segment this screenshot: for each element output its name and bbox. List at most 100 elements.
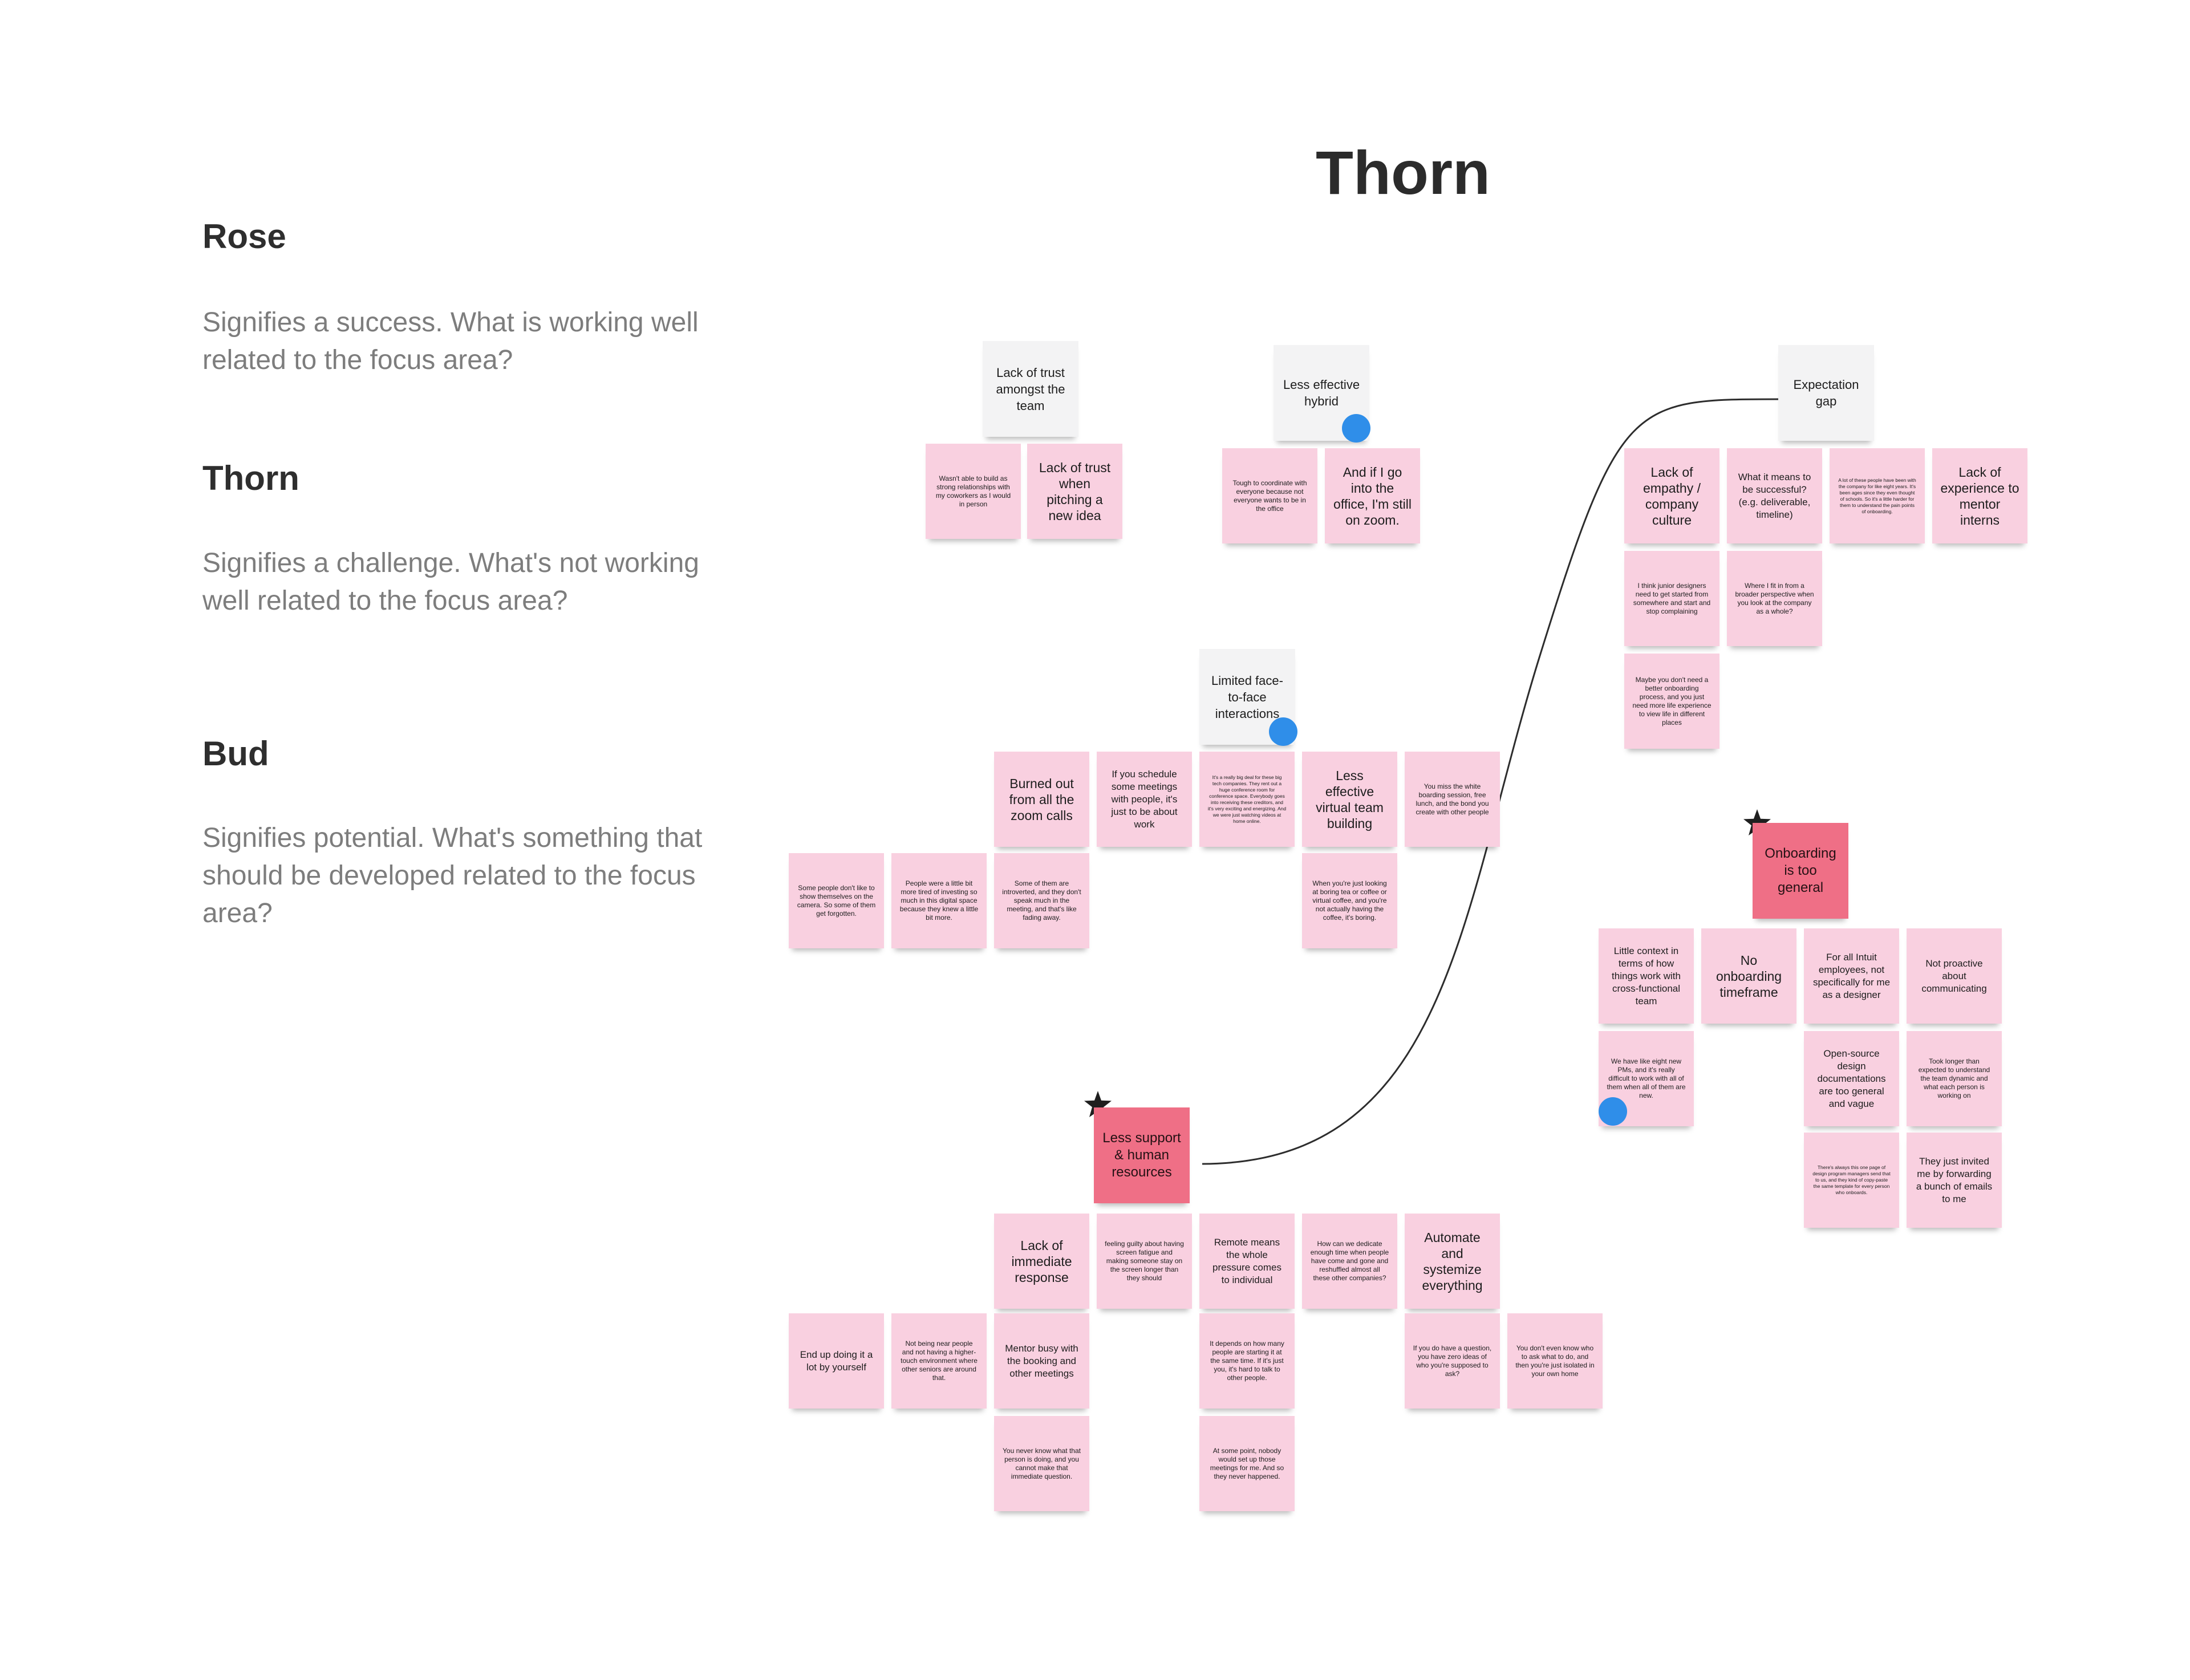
sticky-note-text: When you're just looking at boring tea o… <box>1312 879 1387 922</box>
sticky-note-text: If you do have a question, you have zero… <box>1413 1344 1492 1378</box>
sticky-note-text: Open-source design documentations are to… <box>1817 1048 1886 1109</box>
sticky-note[interactable]: Mentor busy with the booking and other m… <box>994 1313 1089 1409</box>
sticky-note[interactable]: If you schedule some meetings with peopl… <box>1097 752 1192 847</box>
sticky-note-text: Lack of immediate response <box>1011 1237 1072 1285</box>
sticky-note[interactable]: What it means to be successful? (e.g. de… <box>1727 448 1822 543</box>
sticky-note-header[interactable]: Onboarding is too general <box>1753 823 1848 919</box>
sticky-note-text: Some people don't like to show themselve… <box>797 883 876 918</box>
sticky-note[interactable]: feeling guilty about having screen fatig… <box>1097 1214 1192 1309</box>
legend-bud-title: Bud <box>202 735 269 773</box>
sticky-note[interactable]: There's always this one page of design p… <box>1804 1133 1899 1228</box>
sticky-note-text: A lot of these people have been with the… <box>1838 477 1916 514</box>
sticky-note[interactable]: Lack of trust when pitching a new idea <box>1027 444 1122 539</box>
sticky-note[interactable]: When you're just looking at boring tea o… <box>1302 853 1397 948</box>
sticky-note-text: Remote means the whole pressure comes to… <box>1212 1236 1281 1285</box>
sticky-note-text: feeling guilty about having screen fatig… <box>1105 1240 1184 1282</box>
sticky-note-text: Lack of trust amongst the team <box>996 365 1065 413</box>
sticky-note-text: We have like eight new PMs, and it's rea… <box>1607 1057 1686 1099</box>
sticky-note-text: You don't even know who to ask what to d… <box>1515 1344 1595 1378</box>
sticky-note-text: It depends on how many people are starti… <box>1210 1340 1284 1382</box>
sticky-note-text: And if I go into the office, I'm still o… <box>1333 464 1412 527</box>
sticky-note-text: Less support & human resources <box>1102 1130 1181 1180</box>
sticky-note[interactable]: Some people don't like to show themselve… <box>789 853 884 948</box>
sticky-note-text: Less effective hybrid <box>1283 378 1360 408</box>
sticky-note[interactable]: Lack of experience to mentor interns <box>1932 448 2027 543</box>
sticky-note-text: Not proactive about communicating <box>1921 957 1987 994</box>
sticky-note[interactable]: Tough to coordinate with everyone becaus… <box>1222 448 1317 543</box>
sticky-note-text: For all Intuit employees, not specifical… <box>1812 951 1891 1000</box>
vote-dot[interactable] <box>1269 717 1297 746</box>
sticky-note-text: If you schedule some meetings with peopl… <box>1111 768 1178 830</box>
board-title: Thorn <box>1316 138 1490 207</box>
sticky-note-text: Less effective virtual team building <box>1316 768 1384 831</box>
sticky-note[interactable]: Remote means the whole pressure comes to… <box>1199 1214 1295 1309</box>
sticky-note-text: Where I fit in from a broader perspectiv… <box>1735 581 1814 615</box>
star-icon <box>1743 809 1771 835</box>
sticky-note[interactable]: How can we dedicate enough time when peo… <box>1302 1214 1397 1309</box>
sticky-note[interactable]: Open-source design documentations are to… <box>1804 1031 1899 1126</box>
sticky-note-text: Burned out from all the zoom calls <box>1009 776 1074 823</box>
sticky-note-text: It's a really big deal for these big tec… <box>1207 774 1287 824</box>
sticky-note[interactable]: Little context in terms of how things wo… <box>1599 928 1694 1024</box>
sticky-note-text: What it means to be successful? (e.g. de… <box>1738 471 1811 520</box>
sticky-note-text: Lack of experience to mentor interns <box>1940 464 2019 527</box>
vote-dot[interactable] <box>1599 1097 1627 1126</box>
sticky-note-text: At some point, nobody would set up those… <box>1210 1446 1284 1480</box>
sticky-note-header[interactable]: Less support & human resources <box>1094 1107 1190 1203</box>
legend-bud-description: Signifies potential. What's something th… <box>202 823 703 928</box>
sticky-note[interactable]: Not proactive about communicating <box>1907 928 2002 1024</box>
sticky-note[interactable]: They just invited me by forwarding a bun… <box>1907 1133 2002 1228</box>
sticky-note-text: You miss the white boarding session, fre… <box>1416 782 1489 816</box>
sticky-note-text: Limited face-to-face interactions <box>1211 673 1283 721</box>
sticky-note[interactable]: And if I go into the office, I'm still o… <box>1325 448 1420 543</box>
sticky-note[interactable]: I think junior designers need to get sta… <box>1624 551 1719 646</box>
sticky-note-text: Lack of trust when pitching a new idea <box>1039 460 1111 523</box>
sticky-note-text: Some of them are introverted, and they d… <box>1002 879 1081 922</box>
star-icon <box>1084 1091 1112 1117</box>
sticky-note-text: There's always this one page of design p… <box>1812 1164 1891 1195</box>
sticky-note[interactable]: Automate and systemize everything <box>1405 1214 1500 1309</box>
sticky-note[interactable]: Maybe you don't need a better onboarding… <box>1624 654 1719 749</box>
sticky-note[interactable]: You don't even know who to ask what to d… <box>1507 1313 1603 1409</box>
sticky-note[interactable]: No onboarding timeframe <box>1701 928 1796 1024</box>
sticky-note-text: Maybe you don't need a better onboarding… <box>1632 675 1712 727</box>
legend-thorn-description: Signifies a challenge. What's not workin… <box>202 548 699 616</box>
sticky-note-text: You never know what that person is doing… <box>1003 1446 1081 1480</box>
sticky-note-text: Automate and systemize everything <box>1422 1229 1483 1293</box>
sticky-note[interactable]: People were a little bit more tired of i… <box>891 853 987 948</box>
sticky-note[interactable]: Burned out from all the zoom calls <box>994 752 1089 847</box>
sticky-note-text: I think junior designers need to get sta… <box>1633 581 1711 615</box>
legend-thorn-title: Thorn <box>202 459 299 497</box>
sticky-note[interactable]: Not being near people and not having a h… <box>891 1313 987 1409</box>
sticky-note-text: Took longer than expected to understand … <box>1918 1057 1990 1099</box>
legend-rose-title: Rose <box>202 217 286 255</box>
sticky-note-text: No onboarding timeframe <box>1716 952 1782 1000</box>
sticky-note-text: People were a little bit more tired of i… <box>899 879 979 922</box>
sticky-note-header[interactable]: Lack of trust amongst the team <box>983 341 1078 437</box>
sticky-note[interactable]: You never know what that person is doing… <box>994 1416 1089 1511</box>
sticky-note-text: Onboarding is too general <box>1765 846 1836 895</box>
sticky-note[interactable]: A lot of these people have been with the… <box>1830 448 1925 543</box>
sticky-note[interactable]: For all Intuit employees, not specifical… <box>1804 928 1899 1024</box>
sticky-note[interactable]: It depends on how many people are starti… <box>1199 1313 1295 1409</box>
sticky-note[interactable]: Less effective virtual team building <box>1302 752 1397 847</box>
sticky-note-header[interactable]: Expectation gap <box>1778 345 1874 441</box>
sticky-note[interactable]: Lack of immediate response <box>994 1214 1089 1309</box>
sticky-note[interactable]: You miss the white boarding session, fre… <box>1405 752 1500 847</box>
vote-dot[interactable] <box>1342 414 1370 443</box>
sticky-note[interactable]: Took longer than expected to understand … <box>1907 1031 2002 1126</box>
sticky-note[interactable]: Some of them are introverted, and they d… <box>994 853 1089 948</box>
sticky-note-text: Little context in terms of how things wo… <box>1612 945 1681 1007</box>
sticky-note-text: Lack of empathy / company culture <box>1643 464 1701 527</box>
sticky-note[interactable]: It's a really big deal for these big tec… <box>1199 752 1295 847</box>
sticky-note[interactable]: Lack of empathy / company culture <box>1624 448 1719 543</box>
sticky-note[interactable]: Where I fit in from a broader perspectiv… <box>1727 551 1822 646</box>
sticky-note[interactable]: Wasn't able to build as strong relations… <box>926 444 1021 539</box>
sticky-note[interactable]: If you do have a question, you have zero… <box>1405 1313 1500 1409</box>
sticky-note-text: How can we dedicate enough time when peo… <box>1310 1240 1389 1282</box>
sticky-note[interactable]: End up doing it a lot by yourself <box>789 1313 884 1409</box>
sticky-note-text: Expectation gap <box>1793 378 1859 408</box>
sticky-note[interactable]: At some point, nobody would set up those… <box>1199 1416 1295 1511</box>
